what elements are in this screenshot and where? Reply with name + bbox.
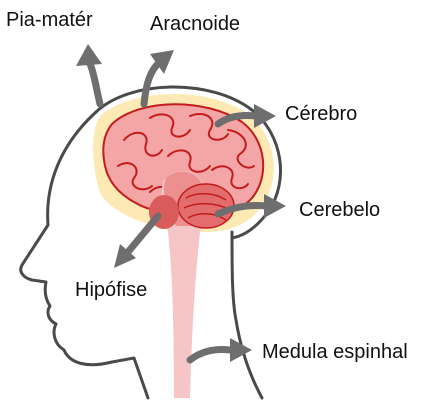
cerebelo-label: Cerebelo: [299, 200, 380, 220]
cerebro-label: Cérebro: [285, 104, 357, 124]
aracnoide-label: Aracnoide: [150, 14, 240, 34]
medula-arrow: [190, 349, 230, 360]
neck-back-outline: [232, 232, 262, 398]
pia-mater-arrowhead: [76, 44, 102, 66]
pia-mater-arrow: [90, 64, 100, 104]
cerebellum: [178, 184, 234, 228]
hipofise-label: Hipófise: [75, 280, 147, 300]
medula-label: Medula espinhal: [262, 342, 408, 362]
pia-mater-label: Pia-matér: [6, 10, 93, 30]
